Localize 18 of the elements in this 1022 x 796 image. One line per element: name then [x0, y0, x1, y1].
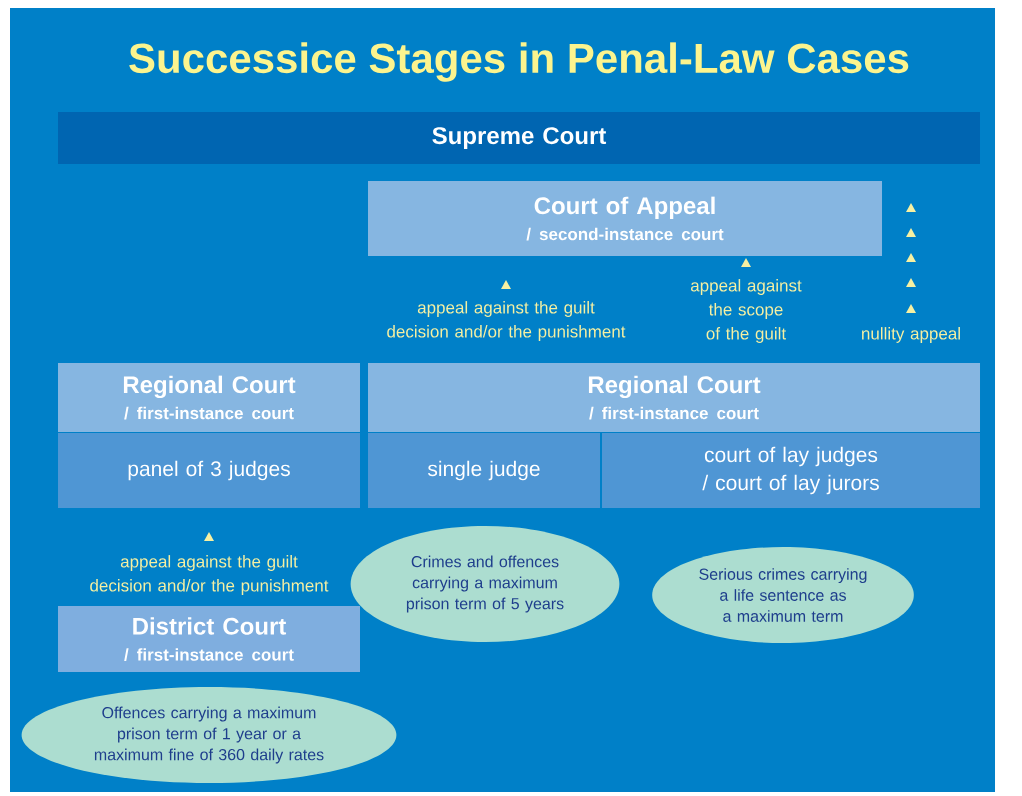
ellipse-note: Offences carrying a maximum prison term of 1 year or a maximum fine of 360 daily rates: [21, 687, 397, 783]
court-box: District Court / first-instance court: [58, 606, 360, 672]
appeal-label: nullity appeal: [862, 327, 960, 343]
appeal-label: appeal against the guilt decision and/or the punishment: [90, 555, 329, 595]
court-box: Regional Court / first-instance court: [368, 363, 980, 432]
judge-box: court of lay judges / court of lay jurors: [602, 433, 980, 508]
judge-box: panel of 3 judges: [58, 433, 360, 508]
ellipse-note: Serious crimes carrying a life sentence as a maximum term: [652, 547, 914, 643]
node-label: court of lay judges / court of lay jurors: [702, 446, 879, 495]
node-label: single judge: [427, 460, 540, 481]
judge-box: single judge: [368, 433, 600, 508]
appeal-label: appeal against the scope of the guilt: [690, 279, 802, 343]
court-box: Regional Court / first-instance court: [58, 363, 360, 432]
title: Successice Stages in Penal-Law Cases: [129, 42, 909, 82]
court-box: Court of Appeal / second-instance court: [368, 181, 882, 256]
court-band: Supreme Court: [58, 112, 980, 164]
ellipse-note: Crimes and offences carrying a maximum prison term of 5 years: [350, 526, 620, 642]
appeal-label: appeal against the guilt decision and/or the punishment: [387, 301, 626, 341]
